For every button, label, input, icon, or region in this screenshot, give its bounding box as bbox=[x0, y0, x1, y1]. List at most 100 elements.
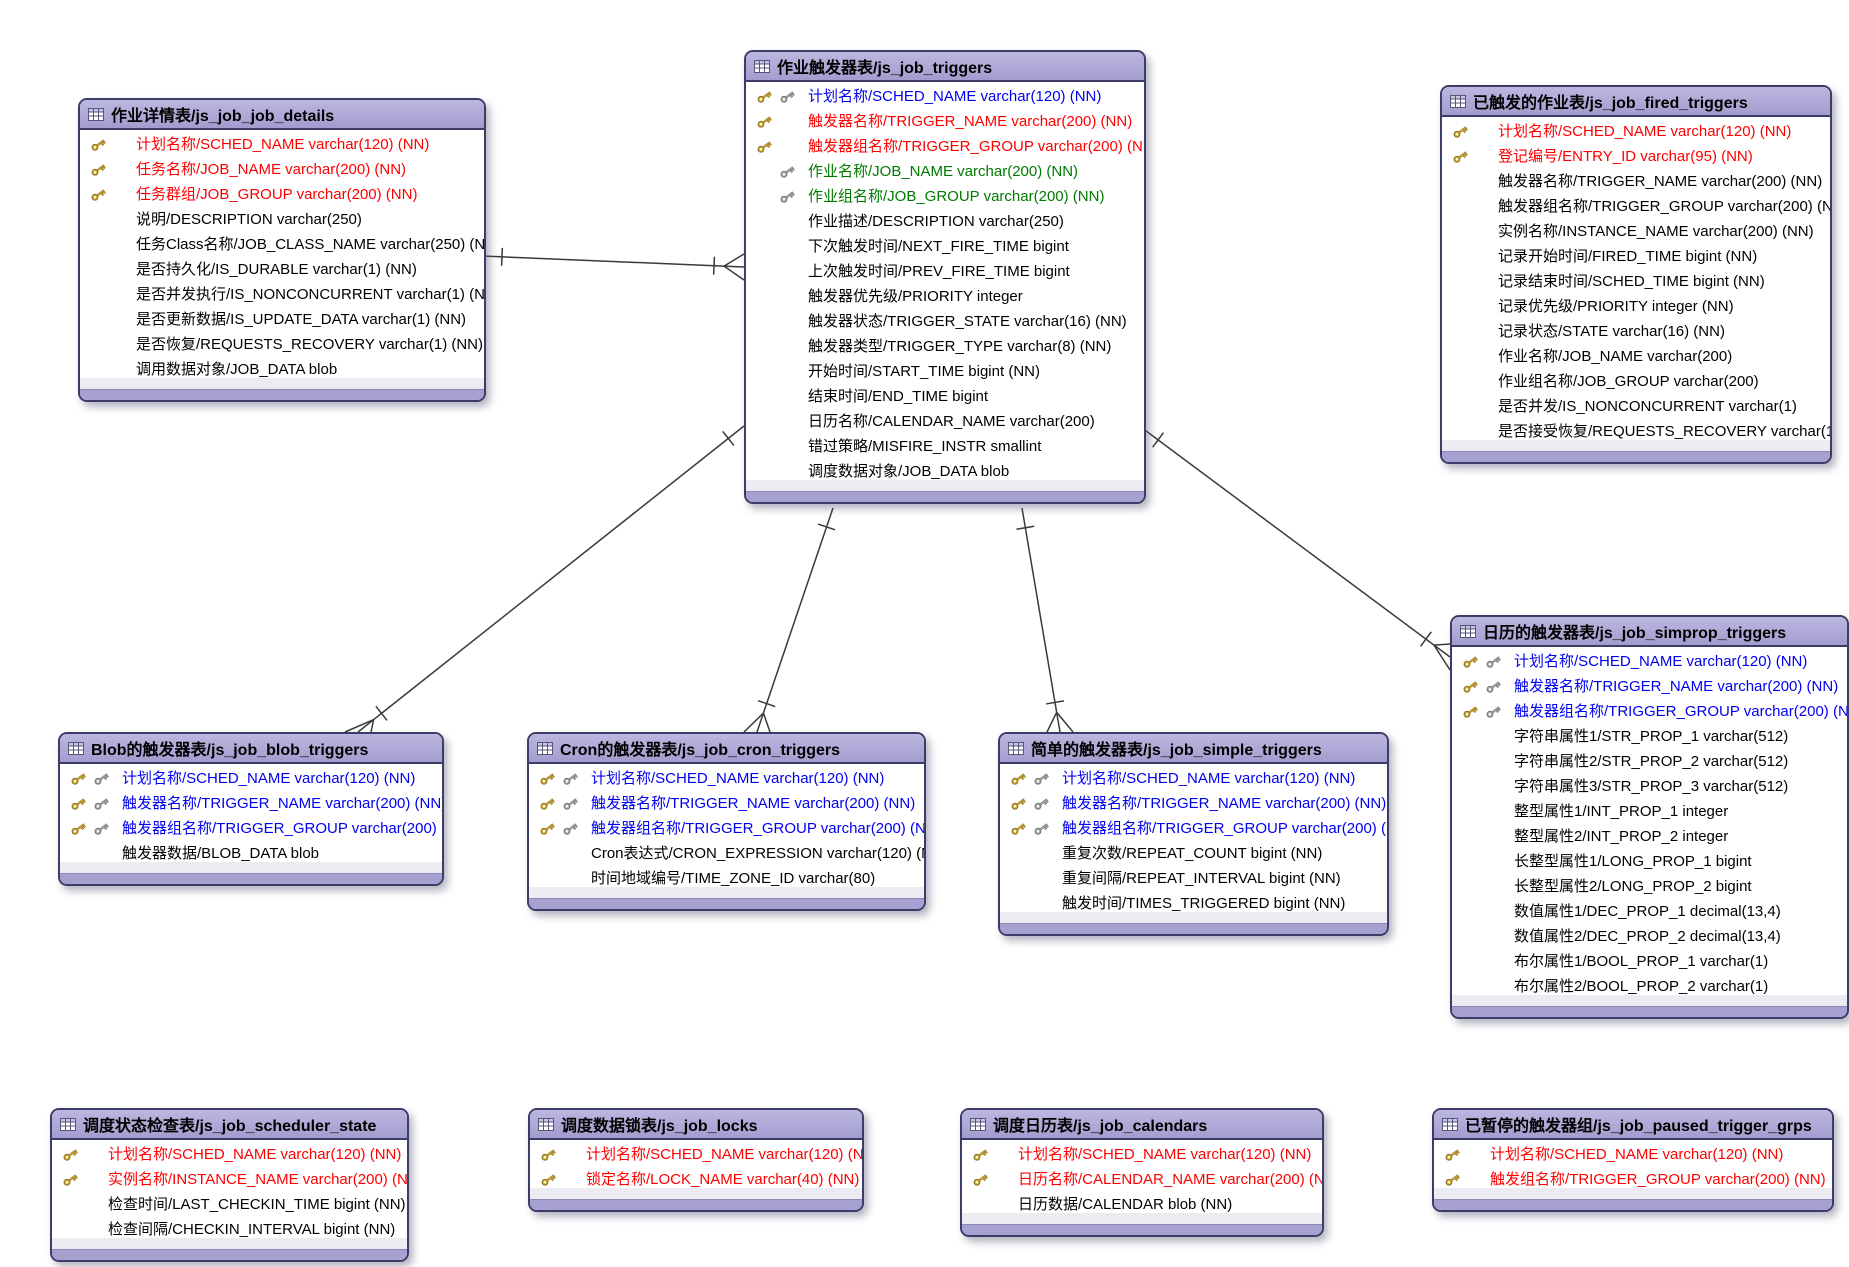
relationship-triggers-cron_triggers[interactable] bbox=[743, 507, 836, 733]
field-row[interactable]: 记录优先级/PRIORITY integer (NN) bbox=[1442, 294, 1830, 319]
field-row[interactable]: 记录状态/STATE varchar(16) (NN) bbox=[1442, 319, 1830, 344]
field-row[interactable]: 触发器优先级/PRIORITY integer bbox=[746, 284, 1144, 309]
field-row[interactable]: 日历名称/CALENDAR_NAME varchar(200) bbox=[746, 409, 1144, 434]
field-row[interactable]: 触发组名称/TRIGGER_GROUP varchar(200) (NN) bbox=[1434, 1167, 1832, 1192]
field-row[interactable]: 作业描述/DESCRIPTION varchar(250) bbox=[746, 209, 1144, 234]
field-row[interactable]: 重复次数/REPEAT_COUNT bigint (NN) bbox=[1000, 841, 1387, 866]
field-row[interactable]: 下次触发时间/NEXT_FIRE_TIME bigint bbox=[746, 234, 1144, 259]
field-row[interactable]: 触发器名称/TRIGGER_NAME varchar(200) (NN) bbox=[1452, 674, 1847, 699]
field-row[interactable]: 作业组名称/JOB_GROUP varchar(200) bbox=[1442, 369, 1830, 394]
relationship-triggers-simple_triggers[interactable] bbox=[1016, 507, 1074, 733]
field-row[interactable]: 日历数据/CALENDAR blob (NN) bbox=[962, 1192, 1322, 1217]
field-row[interactable]: 日历名称/CALENDAR_NAME varchar(200) (NN) bbox=[962, 1167, 1322, 1192]
field-row[interactable]: 实例名称/INSTANCE_NAME varchar(200) (NN) bbox=[1442, 219, 1830, 244]
field-row[interactable]: 触发器组名称/TRIGGER_GROUP varchar(200) (NN) bbox=[746, 134, 1144, 159]
field-row[interactable]: 字符串属性1/STR_PROP_1 varchar(512) bbox=[1452, 724, 1847, 749]
field-row[interactable]: 检查时间/LAST_CHECKIN_TIME bigint (NN) bbox=[52, 1192, 407, 1217]
field-row[interactable]: 计划名称/SCHED_NAME varchar(120) (NN) bbox=[530, 1142, 862, 1167]
field-row[interactable]: 整型属性2/INT_PROP_2 integer bbox=[1452, 824, 1847, 849]
field-row[interactable]: 触发器组名称/TRIGGER_GROUP varchar(200) (NN) bbox=[529, 816, 924, 841]
field-row[interactable]: 检查间隔/CHECKIN_INTERVAL bigint (NN) bbox=[52, 1217, 407, 1242]
field-row[interactable]: 触发器组名称/TRIGGER_GROUP varchar(200) (NN) bbox=[1442, 194, 1830, 219]
field-row[interactable]: 计划名称/SCHED_NAME varchar(120) (NN) bbox=[52, 1142, 407, 1167]
field-row[interactable]: 触发器状态/TRIGGER_STATE varchar(16) (NN) bbox=[746, 309, 1144, 334]
field-row[interactable]: 数值属性2/DEC_PROP_2 decimal(13,4) bbox=[1452, 924, 1847, 949]
table-header-calendars[interactable]: 调度日历表/js_job_calendars bbox=[962, 1110, 1322, 1140]
table-header-triggers[interactable]: 作业触发器表/js_job_triggers bbox=[746, 52, 1144, 82]
field-row[interactable]: 是否接受恢复/REQUESTS_RECOVERY varchar(1) bbox=[1442, 419, 1830, 444]
field-row[interactable]: 计划名称/SCHED_NAME varchar(120) (NN) bbox=[60, 766, 442, 791]
field-row[interactable]: 触发器名称/TRIGGER_NAME varchar(200) (NN) bbox=[1000, 791, 1387, 816]
table-header-fired_triggers[interactable]: 已触发的作业表/js_job_fired_triggers bbox=[1442, 87, 1830, 117]
field-row[interactable]: 触发时间/TIMES_TRIGGERED bigint (NN) bbox=[1000, 891, 1387, 916]
field-row[interactable]: 计划名称/SCHED_NAME varchar(120) (NN) bbox=[746, 84, 1144, 109]
field-row[interactable]: 是否更新数据/IS_UPDATE_DATA varchar(1) (NN) bbox=[80, 307, 484, 332]
table-header-simple_triggers[interactable]: 简单的触发器表/js_job_simple_triggers bbox=[1000, 734, 1387, 764]
table-header-blob_triggers[interactable]: Blob的触发器表/js_job_blob_triggers bbox=[60, 734, 442, 764]
field-row[interactable]: 布尔属性2/BOOL_PROP_2 varchar(1) bbox=[1452, 974, 1847, 999]
field-row[interactable]: 长整型属性1/LONG_PROP_1 bigint bbox=[1452, 849, 1847, 874]
field-row[interactable]: 是否并发执行/IS_NONCONCURRENT varchar(1) (NN) bbox=[80, 282, 484, 307]
field-row[interactable]: 记录开始时间/FIRED_TIME bigint (NN) bbox=[1442, 244, 1830, 269]
field-row[interactable]: 是否持久化/IS_DURABLE varchar(1) (NN) bbox=[80, 257, 484, 282]
field-row[interactable]: 整型属性1/INT_PROP_1 integer bbox=[1452, 799, 1847, 824]
field-row[interactable]: 字符串属性2/STR_PROP_2 varchar(512) bbox=[1452, 749, 1847, 774]
field-row[interactable]: 任务群组/JOB_GROUP varchar(200) (NN) bbox=[80, 182, 484, 207]
field-row[interactable]: 记录结束时间/SCHED_TIME bigint (NN) bbox=[1442, 269, 1830, 294]
relationship-triggers-simprop_triggers[interactable] bbox=[1141, 427, 1451, 671]
field-row[interactable]: 任务Class名称/JOB_CLASS_NAME varchar(250) (N… bbox=[80, 232, 484, 257]
field-row[interactable]: 错过策略/MISFIRE_INSTR smallint bbox=[746, 434, 1144, 459]
field-row[interactable]: 触发器名称/TRIGGER_NAME varchar(200) (NN) bbox=[60, 791, 442, 816]
field-row[interactable]: 登记编号/ENTRY_ID varchar(95) (NN) bbox=[1442, 144, 1830, 169]
field-row[interactable]: 触发器名称/TRIGGER_NAME varchar(200) (NN) bbox=[529, 791, 924, 816]
table-header-locks[interactable]: 调度数据锁表/js_job_locks bbox=[530, 1110, 862, 1140]
field-row[interactable]: 是否并发/IS_NONCONCURRENT varchar(1) bbox=[1442, 394, 1830, 419]
field-row[interactable]: 计划名称/SCHED_NAME varchar(120) (NN) bbox=[1434, 1142, 1832, 1167]
field-row[interactable]: 触发器类型/TRIGGER_TYPE varchar(8) (NN) bbox=[746, 334, 1144, 359]
field-row[interactable]: 调用数据对象/JOB_DATA blob bbox=[80, 357, 484, 382]
field-row[interactable]: 开始时间/START_TIME bigint (NN) bbox=[746, 359, 1144, 384]
table-header-job_details[interactable]: 作业详情表/js_job_job_details bbox=[80, 100, 484, 130]
field-row[interactable]: 是否恢复/REQUESTS_RECOVERY varchar(1) (NN) bbox=[80, 332, 484, 357]
field-row[interactable]: 实例名称/INSTANCE_NAME varchar(200) (NN) bbox=[52, 1167, 407, 1192]
field-row[interactable]: 长整型属性2/LONG_PROP_2 bigint bbox=[1452, 874, 1847, 899]
field-row[interactable]: 计划名称/SCHED_NAME varchar(120) (NN) bbox=[529, 766, 924, 791]
field-row[interactable]: 触发器名称/TRIGGER_NAME varchar(200) (NN) bbox=[746, 109, 1144, 134]
field-row[interactable]: 计划名称/SCHED_NAME varchar(120) (NN) bbox=[1000, 766, 1387, 791]
field-row[interactable]: 计划名称/SCHED_NAME varchar(120) (NN) bbox=[1452, 649, 1847, 674]
field-row[interactable]: 说明/DESCRIPTION varchar(250) bbox=[80, 207, 484, 232]
field-row[interactable]: 触发器数据/BLOB_DATA blob bbox=[60, 841, 442, 866]
field-row[interactable]: 数值属性1/DEC_PROP_1 decimal(13,4) bbox=[1452, 899, 1847, 924]
field-row[interactable]: 任务名称/JOB_NAME varchar(200) (NN) bbox=[80, 157, 484, 182]
field-row[interactable]: 重复间隔/REPEAT_INTERVAL bigint (NN) bbox=[1000, 866, 1387, 891]
field-row[interactable]: 计划名称/SCHED_NAME varchar(120) (NN) bbox=[962, 1142, 1322, 1167]
field-row[interactable]: 触发器组名称/TRIGGER_GROUP varchar(200) (NN) bbox=[1000, 816, 1387, 841]
field-row[interactable]: 计划名称/SCHED_NAME varchar(120) (NN) bbox=[80, 132, 484, 157]
field-row[interactable]: 作业组名称/JOB_GROUP varchar(200) (NN) bbox=[746, 184, 1144, 209]
field-row[interactable]: 触发器组名称/TRIGGER_GROUP varchar(200) (NN) bbox=[60, 816, 442, 841]
table-header-cron_triggers[interactable]: Cron的触发器表/js_job_cron_triggers bbox=[529, 734, 924, 764]
field-row[interactable]: 作业名称/JOB_NAME varchar(200) (NN) bbox=[746, 159, 1144, 184]
field-row[interactable]: 锁定名称/LOCK_NAME varchar(40) (NN) bbox=[530, 1167, 862, 1192]
field-row[interactable]: 调度数据对象/JOB_DATA blob bbox=[746, 459, 1144, 484]
field-row[interactable]: 上次触发时间/PREV_FIRE_TIME bigint bbox=[746, 259, 1144, 284]
table-header-scheduler_state[interactable]: 调度状态检查表/js_job_scheduler_state bbox=[52, 1110, 407, 1140]
relationship-job_details-triggers[interactable] bbox=[481, 247, 745, 281]
field-row[interactable]: Cron表达式/CRON_EXPRESSION varchar(120) (NN… bbox=[529, 841, 924, 866]
field-row[interactable]: 时间地域编号/TIME_ZONE_ID varchar(80) bbox=[529, 866, 924, 891]
table-header-paused_trigger_grps[interactable]: 已暂停的触发器组/js_job_paused_trigger_grps bbox=[1434, 1110, 1832, 1140]
relationship-triggers-blob_triggers[interactable] bbox=[344, 425, 745, 733]
field-row[interactable]: 触发器名称/TRIGGER_NAME varchar(200) (NN) bbox=[1442, 169, 1830, 194]
field-row[interactable]: 作业名称/JOB_NAME varchar(200) bbox=[1442, 344, 1830, 369]
